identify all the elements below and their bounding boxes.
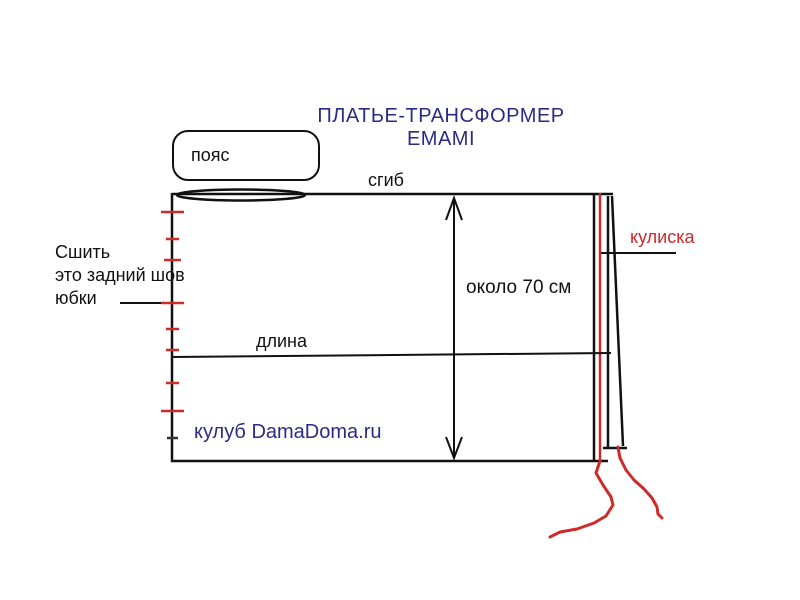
belt-ellipse — [175, 188, 307, 202]
seam-note-line1: Сшить — [55, 242, 111, 262]
diagram-title-line2: ЕМАМI — [406, 128, 476, 150]
length-line — [171, 352, 612, 358]
seam-ticks — [161, 210, 184, 413]
diagram-title-line1: ПЛАТЬЕ-ТРАНСФОРМЕР — [317, 105, 565, 127]
length-label: длина — [256, 331, 308, 351]
belt-callout-box: пояс — [172, 130, 320, 181]
diagram-title: ПЛАТЬЕ-ТРАНСФОРМЕР ЕМАМI — [291, 105, 591, 151]
belt-label: пояс — [191, 145, 230, 165]
height-arrow-head-top — [445, 195, 463, 221]
drawstring-label: кулиска — [630, 227, 695, 247]
casing-fold-diagonal — [610, 195, 625, 447]
watermark-text: кулуб DamaDoma.ru — [194, 421, 382, 443]
drawstring-cord-right — [616, 445, 664, 520]
seam-note-line3: юбки — [55, 288, 97, 308]
height-arrow-head-bottom — [445, 436, 463, 461]
seam-note-line2: это задний шов — [55, 265, 185, 285]
drawstring-cord-left — [548, 459, 615, 539]
fold-label: сгиб — [368, 170, 404, 190]
seam-note: Сшить это задний шов юбки — [55, 241, 205, 310]
height-measure-label: около 70 см — [466, 277, 572, 298]
